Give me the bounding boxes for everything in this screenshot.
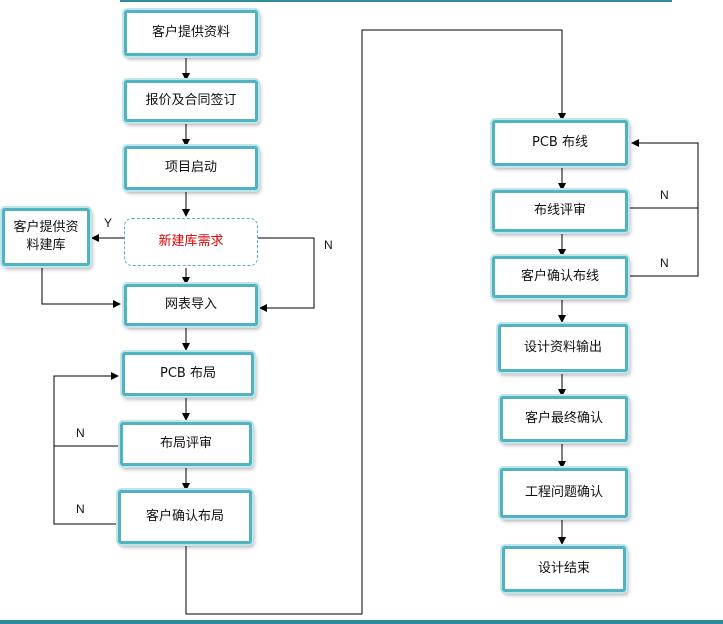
label-no-customer-routing: N [660, 256, 669, 270]
label-no-placement-review: N [76, 426, 85, 440]
step-placement-review: 布局评审 [120, 422, 252, 466]
step-pcb-placement: PCB 布局 [122, 352, 254, 396]
step-routing-review: 布线评审 [492, 190, 628, 232]
step-customer-confirm-routing: 客户确认布线 [492, 256, 628, 298]
step-pcb-routing: PCB 布线 [492, 120, 628, 166]
label-no-decision: N [324, 238, 333, 252]
bottom-border-line [0, 620, 723, 624]
top-border-line [120, 0, 672, 2]
step-engineering-issues-confirm: 工程问题确认 [500, 468, 628, 518]
step-build-library: 客户提供资料建库 [2, 208, 90, 266]
step-customer-final-confirm: 客户最终确认 [500, 396, 628, 442]
step-customer-confirm-placement: 客户确认布局 [118, 490, 252, 544]
label-yes: Y [104, 216, 113, 230]
step-design-output: 设计资料输出 [498, 324, 628, 372]
label-no-customer-placement: N [76, 502, 85, 516]
step-quote-and-contract: 报价及合同签订 [124, 80, 258, 122]
step-project-start: 项目启动 [124, 146, 258, 190]
label-no-routing-review: N [660, 188, 669, 202]
decision-new-library: 新建库需求 [124, 218, 258, 266]
step-netlist-import: 网表导入 [124, 284, 258, 326]
step-design-end: 设计结束 [502, 546, 626, 592]
step-customer-provide-materials: 客户提供资料 [124, 10, 258, 56]
